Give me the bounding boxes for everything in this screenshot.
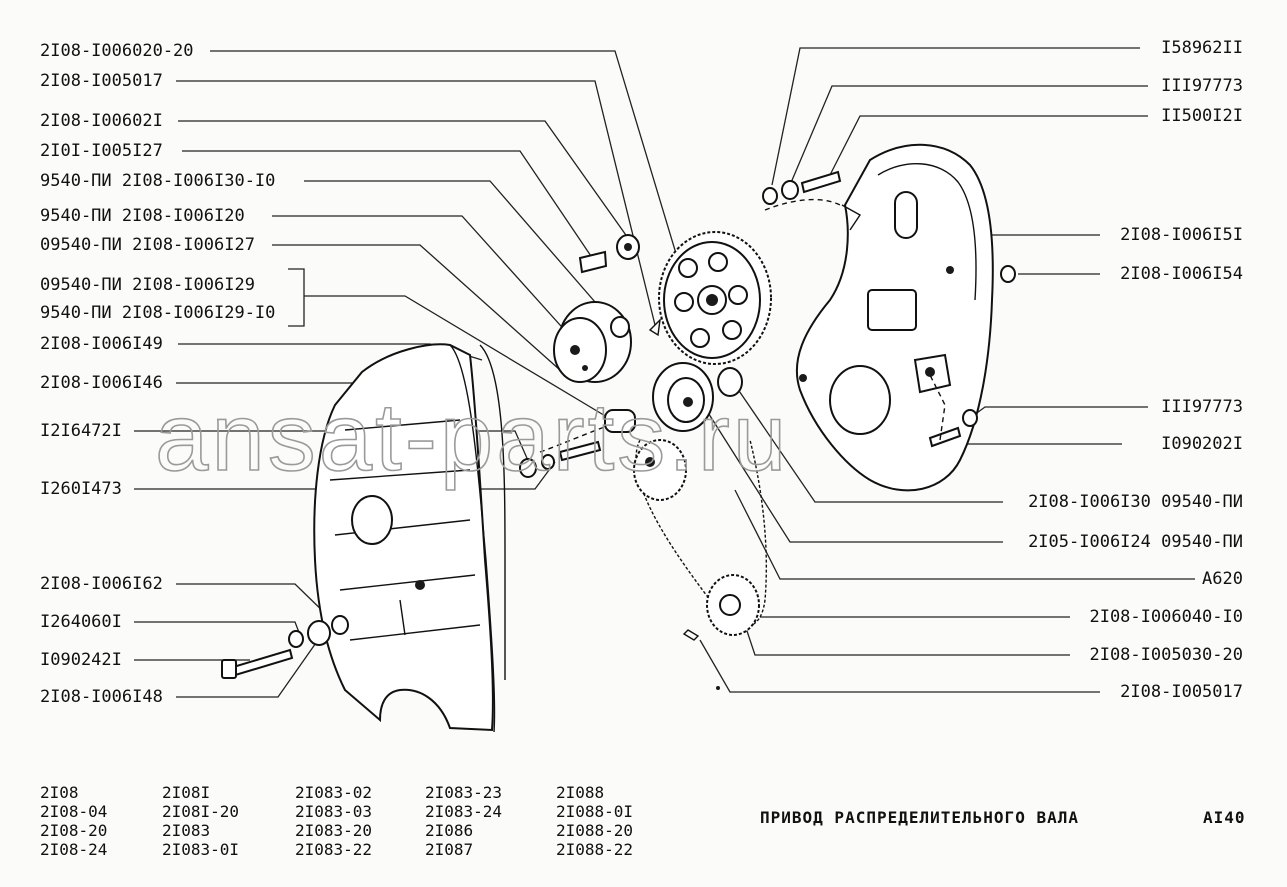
callout-bracket bbox=[288, 268, 305, 327]
callout-label[interactable]: I58962II bbox=[1161, 38, 1243, 58]
page-title: ПРИВОД РАСПРЕДЕЛИТЕЛЬНОГО ВАЛА bbox=[760, 808, 1079, 827]
model-code: 2I088 bbox=[556, 783, 604, 802]
callout-label[interactable]: 2I08-I006I54 bbox=[1120, 264, 1243, 284]
right-callouts: I58962II III97773 II500I2I 2I08-I006I5I … bbox=[1028, 38, 1243, 702]
model-code: 2I08I bbox=[162, 783, 210, 802]
model-code: 2I086 bbox=[425, 821, 473, 840]
callout-label[interactable]: 2I08-I006I62 bbox=[40, 574, 163, 594]
model-code: 2I08-24 bbox=[40, 840, 107, 859]
tension-roller[interactable] bbox=[553, 234, 661, 383]
callout-label[interactable]: 2I0I-I005I27 bbox=[40, 141, 163, 161]
callout-label[interactable]: 2I08-I00602I bbox=[40, 111, 163, 131]
callout-label[interactable]: 2I08-I005017 bbox=[1120, 682, 1243, 702]
model-code: 2I08I-20 bbox=[162, 802, 239, 821]
camshaft-pulley[interactable] bbox=[658, 231, 772, 365]
callout-label[interactable]: I264060I bbox=[40, 612, 122, 632]
callout-label[interactable]: I260I473 bbox=[40, 479, 122, 499]
callout-label[interactable]: 9540-ПИ 2I08-I006I20 bbox=[40, 206, 245, 226]
callout-label[interactable]: 2I08-I005017 bbox=[40, 71, 163, 91]
model-code: 2I08-04 bbox=[40, 802, 107, 821]
model-list: 2I08 2I08-04 2I08-20 2I08-24 2I08I 2I08I… bbox=[40, 783, 633, 859]
timing-belt[interactable] bbox=[633, 439, 767, 690]
front-timing-cover[interactable] bbox=[313, 343, 496, 733]
callout-label[interactable]: 09540-ПИ 2I08-I006I27 bbox=[40, 235, 255, 255]
watermark: ansat-parts.ru bbox=[155, 384, 789, 491]
model-code: 2I083-02 bbox=[295, 783, 372, 802]
model-code: 2I088-0I bbox=[556, 802, 633, 821]
callout-label[interactable]: II500I2I bbox=[1161, 106, 1243, 126]
model-code: 2I083-22 bbox=[295, 840, 372, 859]
callout-label[interactable]: III97773 bbox=[1161, 397, 1243, 417]
model-code: 2I08 bbox=[40, 783, 79, 802]
callout-label[interactable]: I090202I bbox=[1161, 434, 1243, 454]
callout-label[interactable]: 2I08-I006I30 09540-ПИ bbox=[1028, 492, 1243, 512]
rear-timing-cover[interactable] bbox=[795, 143, 994, 492]
callout-label[interactable]: 2I08-I006040-I0 bbox=[1089, 607, 1243, 627]
left-callouts: 2I08-I006020-20 2I08-I005017 2I08-I00602… bbox=[40, 41, 275, 707]
callout-label[interactable]: III97773 bbox=[1161, 76, 1243, 96]
model-code: 2I08-20 bbox=[40, 821, 107, 840]
callout-label[interactable]: 2I08-I006020-20 bbox=[40, 41, 194, 61]
model-code: 2I083-23 bbox=[425, 783, 502, 802]
model-code: 2I083-24 bbox=[425, 802, 502, 821]
front-cover-fasteners[interactable] bbox=[221, 615, 349, 679]
belt-guard-edge bbox=[479, 344, 506, 680]
callout-label[interactable]: 2I08-I006I48 bbox=[40, 687, 163, 707]
page-code: AI40 bbox=[1203, 808, 1246, 827]
callout-label[interactable]: I090242I bbox=[40, 650, 122, 670]
callout-label[interactable]: 2I08-I006I5I bbox=[1120, 225, 1243, 245]
model-code: 2I088-20 bbox=[556, 821, 633, 840]
model-code: 2I083 bbox=[162, 821, 210, 840]
model-code: 2I083-20 bbox=[295, 821, 372, 840]
callout-label[interactable]: 9540-ПИ 2I08-I006I29-I0 bbox=[40, 303, 275, 323]
model-code: 2I087 bbox=[425, 840, 473, 859]
callout-label[interactable]: 2I08-I006I49 bbox=[40, 334, 163, 354]
rear-cover-fasteners[interactable] bbox=[762, 170, 1016, 448]
callout-label[interactable]: 09540-ПИ 2I08-I006I29 bbox=[40, 275, 255, 295]
callout-label[interactable]: 2I08-I005030-20 bbox=[1089, 645, 1243, 665]
callout-label[interactable]: 2I05-I006I24 09540-ПИ bbox=[1028, 532, 1243, 552]
idler-fasteners[interactable] bbox=[519, 424, 611, 478]
model-code: 2I088-22 bbox=[556, 840, 633, 859]
model-code: 2I083-0I bbox=[162, 840, 239, 859]
model-code: 2I083-03 bbox=[295, 802, 372, 821]
idler-pulleys[interactable] bbox=[604, 362, 743, 433]
callout-label[interactable]: 9540-ПИ 2I08-I006I30-I0 bbox=[40, 171, 275, 191]
callout-label[interactable]: 2I08-I006I46 bbox=[40, 373, 163, 393]
callout-label[interactable]: I2I6472I bbox=[40, 421, 122, 441]
callout-label[interactable]: A620 bbox=[1202, 569, 1243, 589]
